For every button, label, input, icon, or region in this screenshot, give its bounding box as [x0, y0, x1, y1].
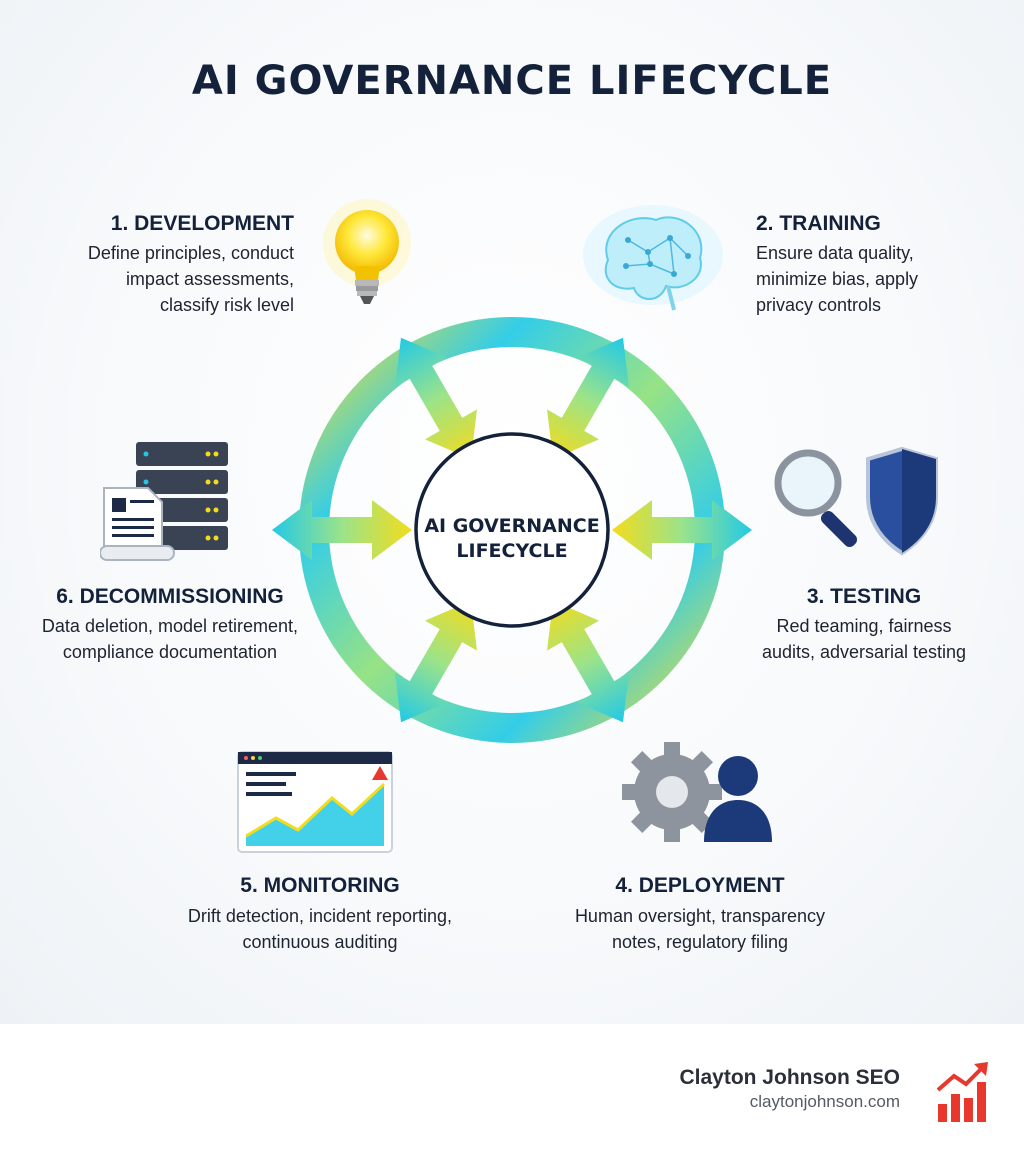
center-circle: [414, 432, 610, 628]
lightbulb-icon: [323, 199, 411, 304]
magnifier-shield-icon: [774, 446, 938, 556]
arrow-testing: [612, 500, 752, 560]
footer: [0, 1024, 1024, 1154]
stage-description-deployment: Human oversight, transparency notes, reg…: [574, 906, 826, 952]
gear-person-icon: [622, 742, 772, 842]
stage-heading-testing: 3. TESTING: [806, 585, 922, 608]
stage-heading-training: 2. TRAINING: [756, 212, 881, 235]
brand-name: Clayton Johnson SEO: [679, 1066, 900, 1089]
dashboard-chart-icon: [237, 751, 393, 853]
brain-icon: [583, 205, 723, 311]
arrow-decommissioning: [272, 500, 412, 560]
stage-heading-decommissioning: 6. DECOMMISSIONING: [56, 585, 284, 608]
stage-description-development: Define principles, conduct impact assess…: [87, 243, 294, 315]
stage-heading-monitoring: 5. MONITORING: [240, 874, 400, 897]
bar-chart-arrow-icon: [936, 1062, 988, 1122]
stage-description-monitoring: Drift detection, incident reporting, con…: [187, 906, 453, 952]
stage-heading-deployment: 4. DEPLOYMENT: [615, 874, 785, 897]
brand-url: claytonjohnson.com: [749, 1092, 900, 1111]
center-label: AI GOVERNANCE LIFECYCLE: [424, 515, 600, 562]
stage-description-testing: Red teaming, fairness audits, adversaria…: [761, 616, 967, 662]
stage-description-training: Ensure data quality, minimize bias, appl…: [756, 243, 919, 315]
stage-heading-development: 1. DEVELOPMENT: [110, 212, 294, 235]
stage-description-decommissioning: Data deletion, model retirement, complia…: [41, 616, 299, 662]
lifecycle-ring-diagram: [272, 317, 752, 743]
page-title: AI GOVERNANCE LIFECYCLE: [191, 58, 833, 104]
server-document-icon: [100, 442, 228, 561]
